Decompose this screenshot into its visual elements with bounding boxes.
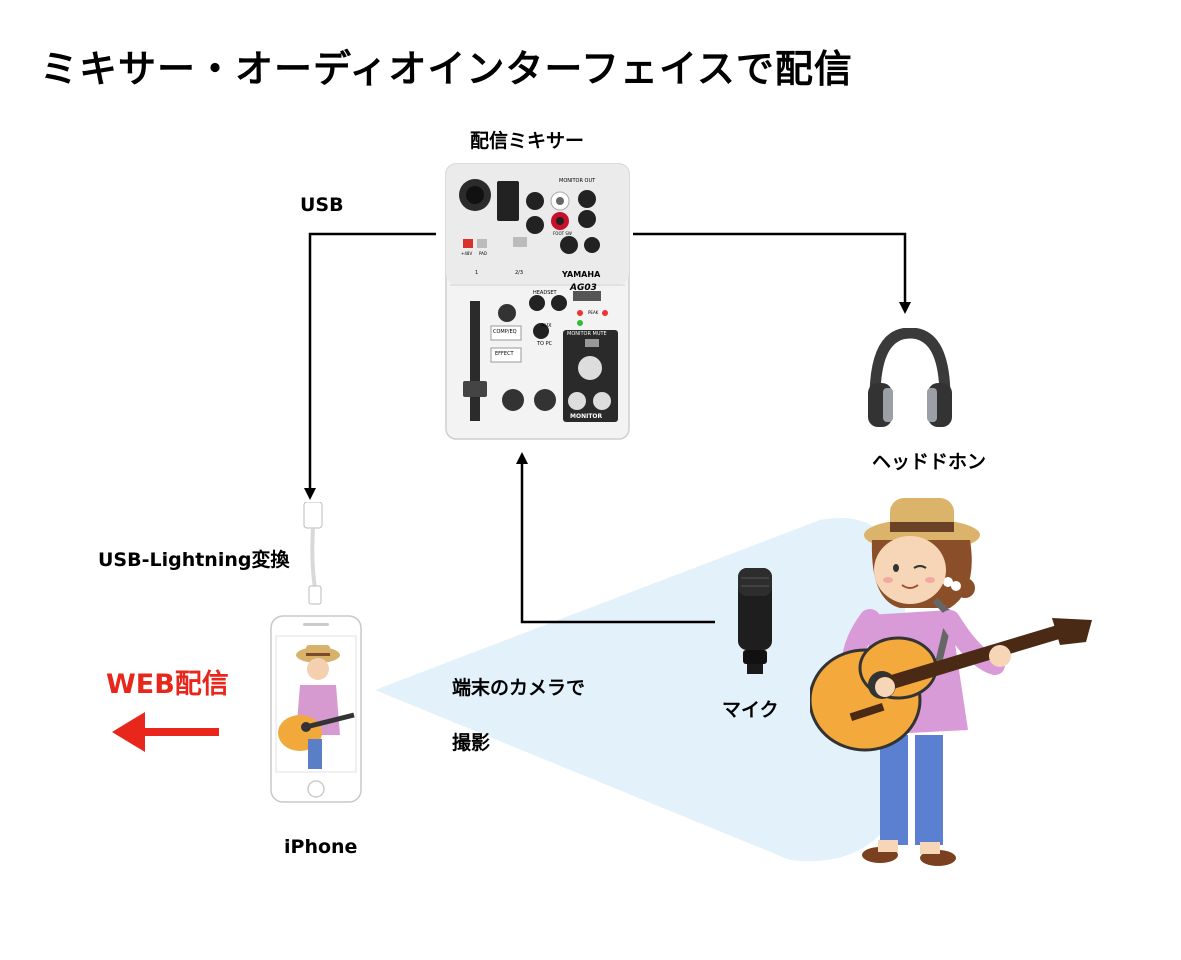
usb-connection-line bbox=[308, 232, 436, 497]
web-arrow-shaft bbox=[140, 728, 219, 736]
headphone-connection-line bbox=[633, 232, 907, 310]
mixer-ch1-label: 1 bbox=[475, 270, 479, 276]
guitarist-illustration bbox=[808, 490, 1100, 879]
mixer-device: YAMAHA AG03 MONITOR OUT HEADSET COMP/EQ … bbox=[445, 163, 630, 440]
usb-label: USB bbox=[300, 194, 344, 216]
camera-text-line1: 端末のカメラで bbox=[452, 677, 586, 699]
web-broadcast-label: WEB配信 bbox=[106, 669, 229, 700]
iphone-device bbox=[270, 615, 362, 807]
headphone-arrow-head bbox=[899, 302, 911, 314]
adapter-label: USB-Lightning変換 bbox=[98, 549, 290, 571]
headphones-label: ヘッドドホン bbox=[872, 451, 987, 473]
page-title: ミキサー・オーディオインターフェイスで配信 bbox=[40, 47, 853, 91]
mixer-comp-eq-label: COMP/EQ bbox=[493, 329, 517, 335]
mixer-monitor-label: MONITOR bbox=[570, 413, 603, 420]
headphones-icon bbox=[865, 327, 955, 434]
mic-connection-line bbox=[520, 462, 715, 624]
usb-arrow-head bbox=[304, 488, 316, 500]
camera-beam bbox=[375, 517, 905, 862]
mixer-peak-label: PEAK bbox=[588, 310, 599, 315]
iphone-label: iPhone bbox=[284, 836, 358, 858]
mic-arrow-head bbox=[516, 452, 528, 464]
mixer-pad-label: PAD bbox=[479, 251, 487, 256]
microphone-icon bbox=[735, 566, 775, 680]
mixer-aux-label: AUX bbox=[541, 323, 552, 329]
mixer-ch23-label: 2/3 bbox=[515, 270, 524, 276]
web-arrow-head bbox=[112, 712, 145, 752]
mixer-model: AG03 bbox=[570, 283, 597, 293]
mixer-monitor-mute-label: MONITOR MUTE bbox=[567, 331, 607, 337]
mixer-to-pc-label: TO PC bbox=[537, 341, 553, 347]
camera-text-line2: 撮影 bbox=[452, 732, 491, 754]
mixer-headset-label: HEADSET bbox=[533, 290, 557, 296]
mixer-label: 配信ミキサー bbox=[470, 130, 585, 152]
mixer-monitor-out-label: MONITOR OUT bbox=[559, 178, 596, 184]
mixer-brand: YAMAHA bbox=[562, 270, 601, 279]
usb-lightning-adapter-icon bbox=[302, 501, 326, 611]
mixer-phantom-label: +48V bbox=[461, 251, 473, 256]
mixer-foot-sw-label: FOOT SW bbox=[553, 231, 572, 236]
mixer-effect-label: EFFECT bbox=[495, 351, 514, 357]
mic-label: マイク bbox=[722, 699, 779, 721]
